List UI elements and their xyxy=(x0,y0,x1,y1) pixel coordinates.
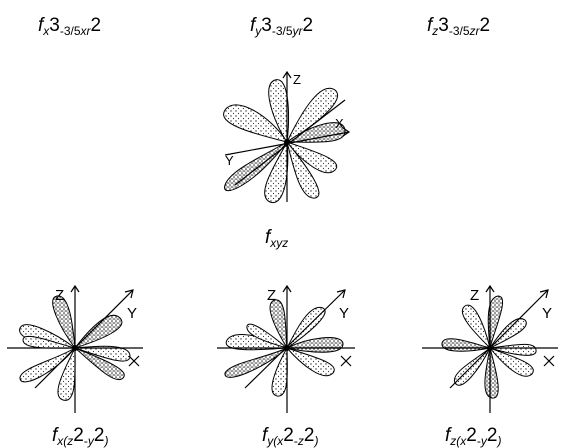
axis-label-y: Y xyxy=(127,305,137,322)
orbital-lobe xyxy=(489,343,537,356)
orbital-lobe xyxy=(484,347,499,399)
orbital-lobe xyxy=(462,304,491,350)
orbital-lobe xyxy=(74,347,125,381)
axis-label-z: Z xyxy=(267,287,276,304)
orbital-lobe xyxy=(285,141,338,174)
axis-label-z: Z xyxy=(470,287,479,304)
y-axis xyxy=(234,99,346,186)
label-fx-orbital: fx3-3/5xr2 xyxy=(38,15,102,38)
axis-label-z: Z xyxy=(55,287,64,304)
label-fz-orbital: fz3-3/5zr2 xyxy=(427,15,491,38)
fy-x2-z2-orbital-diagram: Z Y xyxy=(217,284,355,413)
axis-label-y: Y xyxy=(225,153,234,168)
label-fz-x2-y2-orbital: fz(x2-y2) xyxy=(445,425,502,448)
orbital-lobe xyxy=(224,347,288,378)
axis-label-z: Z xyxy=(293,72,301,87)
orbital-lobe xyxy=(269,299,288,349)
orbital-lobe xyxy=(73,314,123,349)
label-fy-orbital: fy3-3/5yr2 xyxy=(250,15,314,38)
axis-label-y: Y xyxy=(339,305,349,322)
fxyz-orbital-diagram: Z X Y xyxy=(223,70,351,204)
axis-label-x: X xyxy=(335,116,344,131)
orbital-lobe xyxy=(224,141,288,192)
fz-x2-y2-orbital-diagram: Z Y xyxy=(422,284,558,413)
orbital-lobe xyxy=(285,346,335,377)
orbital-lobe xyxy=(286,141,320,199)
orbital-lobe xyxy=(488,318,527,350)
orbital-lobe xyxy=(488,346,534,377)
label-fxyz-orbital: fxyz xyxy=(265,227,289,250)
orbital-lobe xyxy=(52,295,76,350)
fx-z2-y2-orbital-diagram: Z Y xyxy=(7,284,143,413)
orbital-lobe xyxy=(268,79,290,144)
axis-label-y: Y xyxy=(542,305,552,322)
label-fy-x2-z2-orbital: fy(x2-z2) xyxy=(262,425,319,448)
label-fx-z2-y2-orbital: fx(z2-y2) xyxy=(52,425,109,448)
label-f: f xyxy=(38,15,44,36)
orbital-lobe xyxy=(246,323,288,349)
orbital-lobe xyxy=(74,345,131,362)
orbital-lobe xyxy=(487,295,503,349)
orbital-lobe xyxy=(223,104,289,143)
